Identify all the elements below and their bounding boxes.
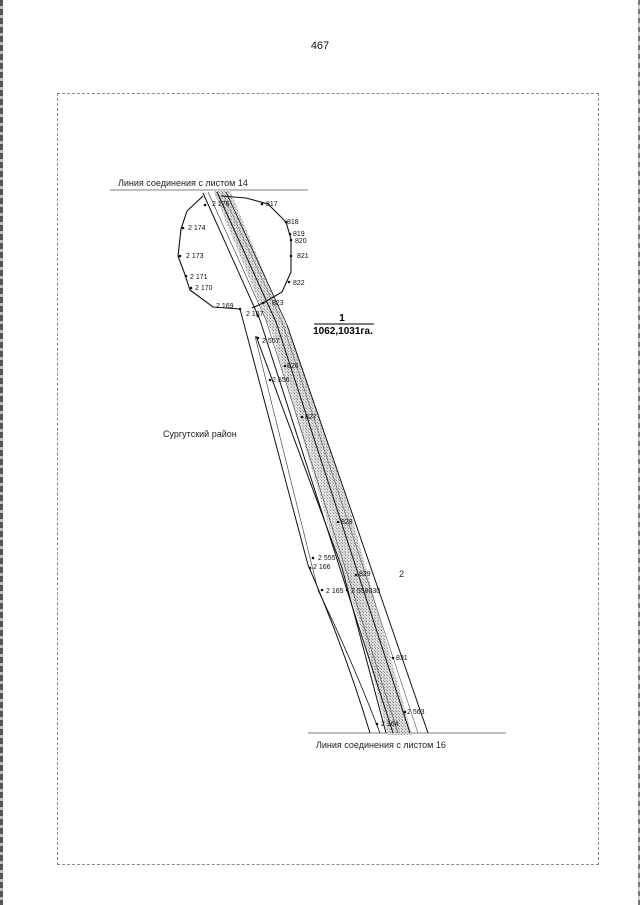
corridor-line <box>202 192 261 321</box>
point-label: 823 <box>272 300 284 307</box>
point-label: 819 <box>293 231 305 238</box>
point-label: 831 <box>396 655 408 662</box>
point-label: 2 555 <box>318 555 336 562</box>
point-label: 829 <box>359 571 371 578</box>
corridor-line <box>254 335 319 591</box>
corridor-line <box>216 191 277 323</box>
point-label: 2 174 <box>188 225 206 232</box>
point-label: 2 556 <box>272 377 290 384</box>
point-markers <box>178 202 407 726</box>
page-edge-right <box>638 0 640 905</box>
corridor-line <box>207 191 267 321</box>
point-label: 827 <box>305 414 317 421</box>
corridor-line <box>265 319 399 734</box>
corridor-line <box>286 324 429 734</box>
corridor-line <box>281 321 419 734</box>
point-label: 2 169 <box>216 303 234 310</box>
plot-boundary-west <box>177 195 241 310</box>
corridor-line <box>221 191 283 323</box>
point-label: 2 165 <box>326 588 344 595</box>
corridor-line <box>239 308 309 566</box>
plot-number: 1 <box>339 313 345 324</box>
point-label: 2 171 <box>190 274 208 281</box>
plot-number-2: 2 <box>399 569 404 579</box>
plot-boundary-east <box>220 195 292 309</box>
point-label: 821 <box>297 253 309 260</box>
point-label: 2 170 <box>195 285 213 292</box>
point-label: 2 557 <box>262 338 280 345</box>
corridor-line <box>259 319 394 734</box>
district-label: Сургутский район <box>163 429 237 439</box>
plot-area: 1062,1031га. <box>313 326 373 337</box>
point-label: 817 <box>266 201 278 208</box>
corridor-line <box>225 191 288 326</box>
point-label: 818 <box>287 219 299 226</box>
corridor-line <box>275 321 411 734</box>
point-label: 822 <box>293 280 305 287</box>
point-label: 828 <box>341 519 353 526</box>
page-edge-left <box>0 0 3 905</box>
point-label: 820 <box>295 238 307 245</box>
hatched-zone-2 <box>275 345 405 735</box>
point-label: 2 176 <box>212 201 230 208</box>
hatched-zone <box>213 190 412 735</box>
point-label: 2 166 <box>313 564 331 571</box>
point-label: 826 <box>287 363 299 370</box>
point-label: 2 558030 <box>351 588 380 595</box>
bottom-sheet-join-label: Линия соединения с листом 16 <box>316 740 446 750</box>
point-label: 2 167 <box>246 311 264 318</box>
corridor-line <box>341 567 387 734</box>
point-label: 2 173 <box>186 253 204 260</box>
point-label: 2 164 <box>381 721 399 728</box>
top-sheet-join-label: Линия соединения с листом 14 <box>118 178 248 188</box>
page-number: 467 <box>310 40 330 52</box>
map-frame <box>57 93 599 865</box>
corridor-line <box>317 589 381 734</box>
point-label: 2 563 <box>407 709 425 716</box>
